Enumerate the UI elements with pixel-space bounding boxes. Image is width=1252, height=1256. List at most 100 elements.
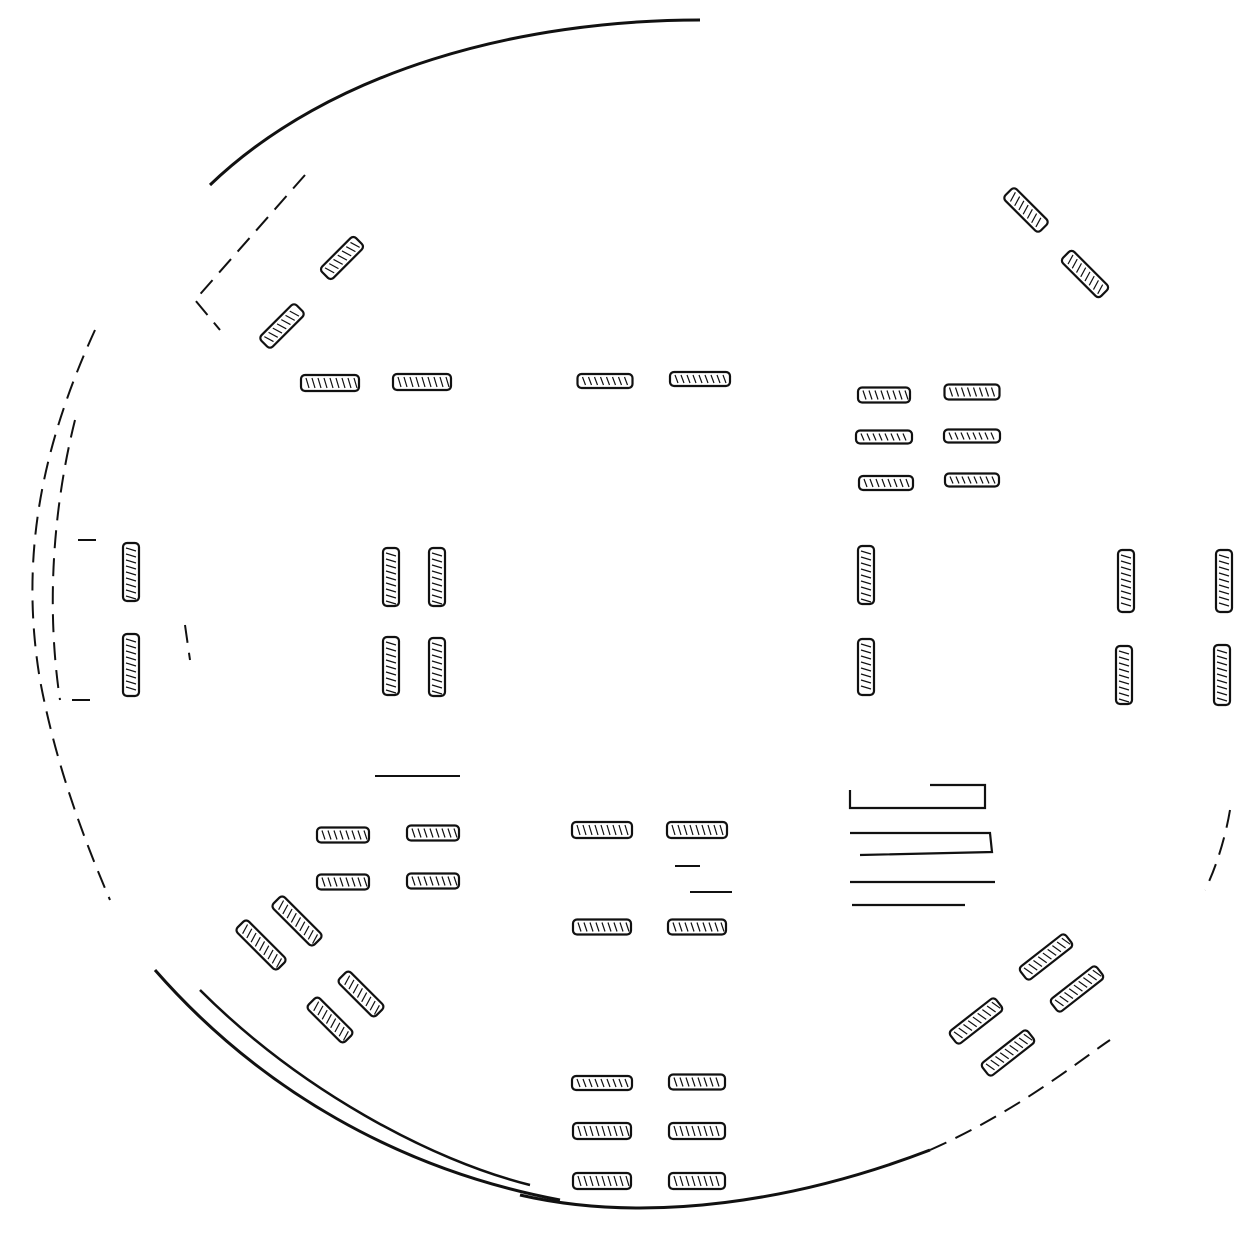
seat[interactable] — [1049, 965, 1105, 1013]
seat[interactable] — [1018, 933, 1074, 981]
seat-outline — [429, 548, 445, 606]
seat[interactable] — [945, 474, 999, 487]
seat-outline — [306, 996, 354, 1044]
seat-group-far-right-vertical — [1116, 550, 1232, 705]
seat-group-lower-center-block — [572, 822, 727, 935]
seat-outline — [383, 637, 399, 695]
seat-outline — [429, 638, 445, 696]
seat-outline — [944, 430, 1000, 443]
seat[interactable] — [1060, 249, 1109, 298]
seat[interactable] — [306, 996, 354, 1044]
seat[interactable] — [858, 546, 874, 604]
outer-arc-bottom-left-2 — [200, 990, 530, 1185]
seat[interactable] — [858, 388, 910, 403]
seat-outline — [407, 874, 459, 889]
seat[interactable] — [858, 639, 874, 695]
seat[interactable] — [429, 548, 445, 606]
seat-outline — [573, 920, 631, 935]
seat[interactable] — [948, 997, 1004, 1045]
seat[interactable] — [301, 375, 359, 391]
seat[interactable] — [668, 920, 726, 935]
seat-outline — [668, 920, 726, 935]
seat-outline — [573, 1123, 631, 1139]
outer-arc-left-inner — [53, 420, 75, 700]
seat[interactable] — [670, 372, 730, 386]
seat[interactable] — [407, 874, 459, 889]
seat-outline — [858, 546, 874, 604]
seat-group-upper-left-pair — [301, 374, 451, 391]
outer-arc-right — [1205, 810, 1230, 890]
seat-outline — [407, 826, 459, 841]
seat-group-center-right-vertical — [858, 546, 874, 695]
seat-group-left-vertical-block — [383, 548, 445, 696]
seat-outline — [669, 1075, 725, 1090]
outer-arc-top — [210, 20, 700, 185]
seat[interactable] — [317, 828, 369, 843]
seat-group-far-left-vertical — [123, 543, 139, 696]
seat-outline — [948, 997, 1004, 1045]
seat-outline — [858, 388, 910, 403]
seat-outline — [945, 385, 1000, 400]
seat-outline — [383, 548, 399, 606]
seat-outline — [1049, 965, 1105, 1013]
seat[interactable] — [407, 826, 459, 841]
seat-outline — [317, 828, 369, 843]
seat[interactable] — [944, 430, 1000, 443]
seat-outline — [945, 474, 999, 487]
seat[interactable] — [578, 374, 633, 388]
seat[interactable] — [271, 895, 323, 947]
seat[interactable] — [123, 634, 139, 696]
seat-outline — [123, 543, 139, 601]
seat-group-bottom-center-block — [572, 1075, 725, 1190]
seat[interactable] — [1003, 187, 1050, 234]
seat[interactable] — [1116, 646, 1132, 704]
seat[interactable] — [945, 385, 1000, 400]
seat-outline — [669, 1123, 725, 1139]
outer-arc-left — [32, 330, 110, 900]
seat[interactable] — [393, 374, 451, 390]
seat[interactable] — [383, 637, 399, 695]
seat[interactable] — [383, 548, 399, 606]
seat[interactable] — [669, 1075, 725, 1090]
seat-outline — [1018, 933, 1074, 981]
table-outline-1 — [850, 785, 985, 808]
seat[interactable] — [573, 920, 631, 935]
seat[interactable] — [317, 875, 369, 890]
seat[interactable] — [980, 1029, 1036, 1077]
outer-arc-bottom-right — [930, 1040, 1110, 1150]
seat[interactable] — [235, 919, 287, 971]
seat-group-bottom-right-diagonal — [948, 933, 1105, 1077]
seat[interactable] — [319, 235, 364, 280]
seat[interactable] — [573, 1173, 631, 1189]
seat-outline — [578, 374, 633, 388]
seat-group-upper-center-pair — [578, 372, 731, 388]
seat-outline — [980, 1029, 1036, 1077]
seat-group-upper-right-block — [856, 385, 1000, 491]
seat[interactable] — [667, 822, 727, 838]
seat[interactable] — [123, 543, 139, 601]
seat[interactable] — [337, 970, 385, 1018]
seat[interactable] — [1214, 645, 1230, 705]
seat[interactable] — [429, 638, 445, 696]
seat-group-top-right-diagonal — [1003, 187, 1110, 299]
seat-outline — [317, 875, 369, 890]
seat[interactable] — [573, 1123, 631, 1139]
seat[interactable] — [1118, 550, 1134, 612]
seat-group-lower-left-block — [317, 826, 459, 890]
right-tables — [850, 785, 995, 905]
seat-group-bottom-left-diagonal — [235, 895, 385, 1044]
seat[interactable] — [259, 303, 306, 350]
seat-outline — [669, 1173, 725, 1189]
seat-outline — [337, 970, 385, 1018]
seat[interactable] — [669, 1173, 725, 1189]
seat-outline — [858, 639, 874, 695]
seat[interactable] — [859, 476, 913, 490]
seat[interactable] — [856, 431, 912, 444]
seat-outline — [393, 374, 451, 390]
seat[interactable] — [669, 1123, 725, 1139]
seat[interactable] — [572, 1076, 632, 1090]
seat[interactable] — [572, 822, 632, 838]
seat[interactable] — [1216, 550, 1232, 612]
seat-outline — [573, 1173, 631, 1189]
